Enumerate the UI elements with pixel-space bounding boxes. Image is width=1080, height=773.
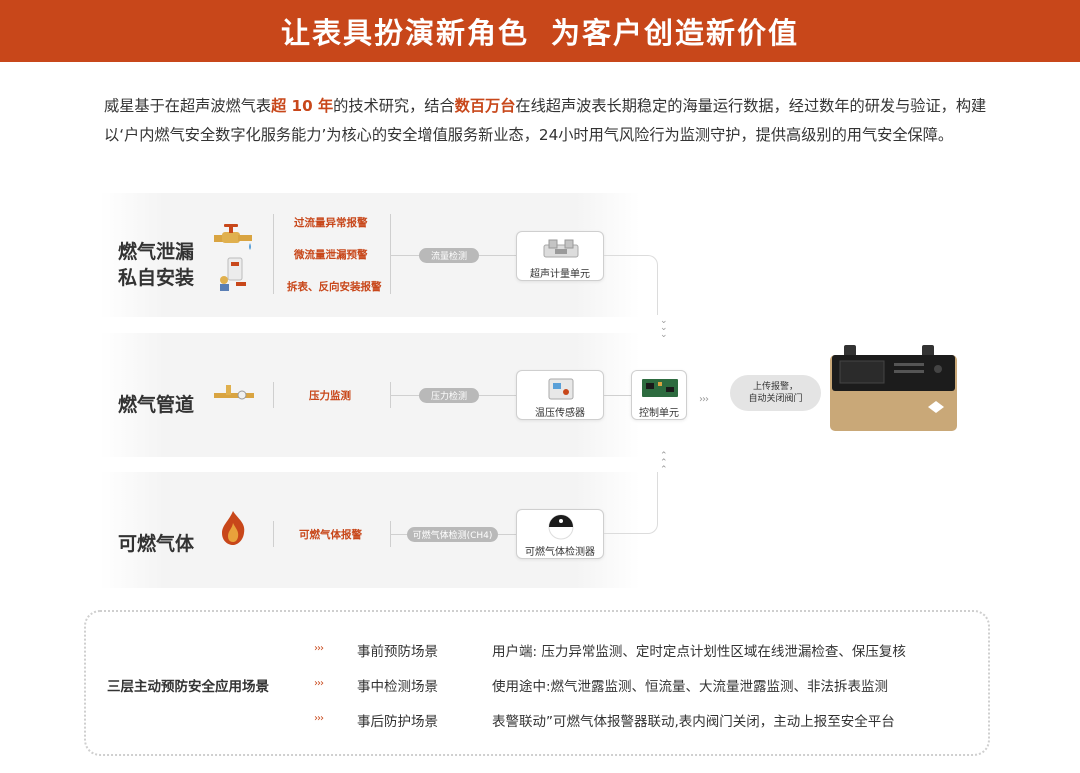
device-ultrasonic-label: 超声计量单元 (530, 269, 590, 280)
device-control-unit: 控制单元 (631, 370, 687, 420)
device-ultrasonic: 超声计量单元 (516, 231, 604, 281)
gas-detector-icon (548, 514, 574, 540)
intro-text-1: 威星基于在超声波燃气表 (104, 97, 272, 115)
row1-divider-right (390, 214, 391, 294)
row2-connector-to-control (604, 395, 632, 396)
scenario-title: 三层主动预防安全应用场景 (107, 679, 269, 695)
banner-title-part1: 让表具扮演新角色 (280, 16, 529, 50)
temp-pressure-sensor-icon (548, 378, 574, 400)
row2-connector-left (390, 395, 420, 396)
device-temp-pressure: 温压传感器 (516, 370, 604, 420)
row1-pill-flow: 流量检测 (419, 248, 479, 263)
category-combustible: 可燃气体 (118, 531, 194, 557)
row1-connector-right (479, 255, 517, 256)
row3-divider (273, 521, 274, 547)
scenario-panel (84, 610, 990, 756)
category-leak-line2: 私自安装 (118, 267, 195, 289)
row1-item-tamper: 拆表、反向安装报警 (287, 281, 382, 293)
row3-connector-right (498, 534, 517, 535)
connector-bottom (604, 472, 658, 534)
row2-item-pressure: 压力监测 (309, 390, 351, 402)
row1-divider (273, 214, 274, 294)
row1-item-microleak: 微流量泄漏预警 (294, 249, 368, 261)
row1-connector-left (390, 255, 420, 256)
control-board-icon (642, 379, 678, 397)
alert-line1: 上传报警， (752, 382, 798, 392)
category-combustible-line1: 可燃气体 (118, 533, 195, 555)
scenario-arrow-icon-1: ››› (314, 643, 324, 654)
pipe-icon (214, 385, 254, 400)
device-control-label: 控制单元 (639, 408, 679, 419)
category-pipe-line1: 燃气管道 (118, 394, 195, 416)
chevron-arrows-icon-up: ⌃⌃⌃ (660, 451, 668, 475)
scenario-desc-during: 使用途中:燃气泄露监测、恒流量、大流量泄露监测、非法拆表监测 (492, 679, 889, 695)
alert-line2: 自动关闭阀门 (748, 394, 803, 404)
intro-text-2: 的技术研究，结合 (333, 97, 455, 115)
faucet-leak-icon (214, 224, 252, 250)
scenario-desc-before: 用户端: 压力异常监测、定时定点计划性区域在线泄漏检查、保压复核 (492, 644, 906, 660)
water-heater-icon (220, 257, 246, 291)
intro-highlight-years: 超 10 年 (271, 97, 334, 115)
scenario-arrow-icon-3: ››› (314, 713, 324, 724)
row1-item-overflow: 过流量异常报警 (294, 217, 368, 229)
scenario-name-before: 事前预防场景 (357, 644, 438, 660)
row2-pill-pressure: 压力检测 (419, 388, 479, 403)
alert-action-pill: 上传报警， 自动关闭阀门 (730, 375, 821, 411)
device-gas-detector: 可燃气体检测器 (516, 509, 604, 559)
row3-item-gas-alarm: 可燃气体报警 (299, 529, 362, 541)
smart-gas-meter (830, 345, 957, 431)
scenario-arrow-icon-2: ››› (314, 678, 324, 689)
ultrasonic-unit-icon (543, 239, 579, 258)
scenario-desc-after: 表警联动”可燃气体报警器联动,表内阀门关闭，主动上报至安全平台 (492, 714, 895, 730)
category-pipe: 燃气管道 (118, 392, 194, 418)
header-banner: 让表具扮演新角色 为客户创造新价值 (0, 0, 1080, 62)
category-leak: 燃气泄漏 私自安装 (118, 239, 194, 291)
device-temp-pressure-label: 温压传感器 (535, 408, 585, 419)
chevron-arrows-icon-down: ⌄⌄⌄ (660, 316, 668, 340)
row3-pill-gas: 可燃气体检测(CH4) (407, 527, 498, 542)
chevron-arrows-icon-right: ››› (699, 394, 709, 405)
row3-connector-left (390, 534, 408, 535)
row2-connector-right (479, 395, 517, 396)
banner-title-part2: 为客户创造新价值 (551, 16, 800, 50)
scenario-name-during: 事中检测场景 (357, 679, 438, 695)
device-gas-detector-label: 可燃气体检测器 (525, 547, 595, 558)
connector-top (604, 255, 658, 315)
flame-icon (222, 511, 245, 545)
category-leak-line1: 燃气泄漏 (118, 241, 195, 263)
scenario-name-after: 事后防护场景 (357, 714, 438, 730)
intro-paragraph: 威星基于在超声波燃气表超 10 年的技术研究，结合数百万台在线超声波表长期稳定的… (104, 92, 1009, 150)
row2-divider (273, 382, 274, 408)
intro-text-3: 在线超声波表长期稳定的海量运行数据，经过数年的研发与验证，构建以‘户内燃气安全数… (104, 97, 987, 144)
intro-highlight-units: 数百万台 (454, 97, 516, 115)
